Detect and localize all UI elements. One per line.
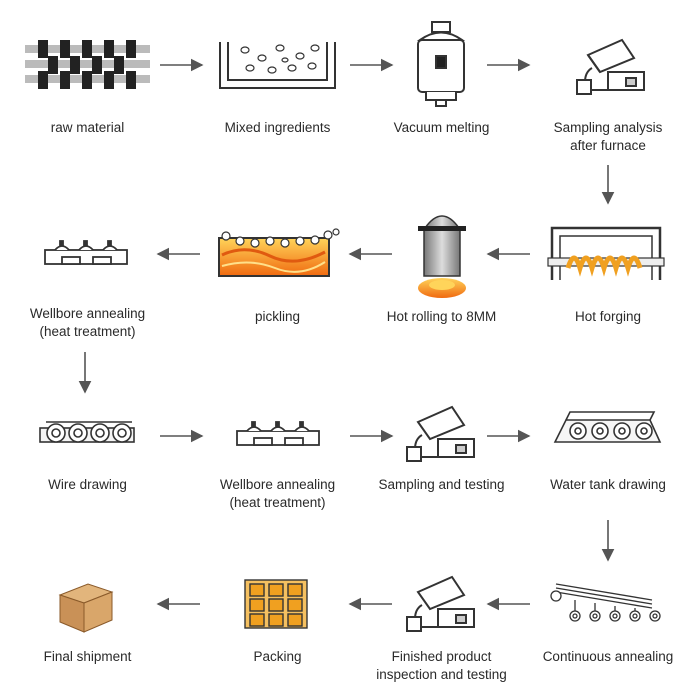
sampling-ladle-icon <box>576 38 645 95</box>
raw-material-icon <box>25 40 150 89</box>
step-label-water-tank-drawing: Water tank drawing <box>550 477 666 492</box>
pickling-tank-icon <box>218 228 340 277</box>
step-label-sampling-testing: Sampling and testing <box>378 477 505 492</box>
step-label-wellbore-annealing-1: Wellbore annealing (heat treatment) <box>29 306 146 339</box>
hot-forging-icon <box>547 226 665 280</box>
step-label-hot-rolling: Hot rolling to 8MM <box>386 309 497 324</box>
step-label-final-shipment: Final shipment <box>43 649 132 664</box>
annealing-furnace-icon-2 <box>236 421 320 446</box>
continuous-annealing-icon <box>550 583 661 622</box>
annealing-furnace-icon <box>44 240 128 265</box>
step-label-wire-drawing: Wire drawing <box>48 477 127 492</box>
step-label-sampling-analysis: Sampling analysis after furnace <box>553 120 663 153</box>
step-label-continuous-annealing: Continuous annealing <box>542 649 674 664</box>
water-tank-drawing-icon <box>553 411 662 443</box>
mixing-tank-icon <box>219 42 336 89</box>
step-label-vacuum-melting: Vacuum melting <box>393 120 490 135</box>
step-label-mixed-ingredients: Mixed ingredients <box>224 120 331 135</box>
step-label-raw-material: raw material <box>50 120 125 135</box>
hot-rolling-icon <box>418 215 466 298</box>
inspection-icon <box>406 575 475 632</box>
sampling-testing-icon <box>406 405 475 462</box>
shipping-box-icon <box>58 583 114 633</box>
wire-drawing-icon <box>39 421 135 443</box>
packing-pallet-icon <box>244 579 308 629</box>
step-label-packing: Packing <box>253 649 302 664</box>
step-label-wellbore-annealing-2: Wellbore annealing (heat treatment) <box>219 477 336 510</box>
vacuum-furnace-icon <box>416 21 466 107</box>
step-label-pickling: pickling <box>254 309 301 324</box>
step-label-hot-forging: Hot forging <box>574 309 642 324</box>
step-label-finished-inspection: Finished product inspection and testing <box>376 649 507 682</box>
